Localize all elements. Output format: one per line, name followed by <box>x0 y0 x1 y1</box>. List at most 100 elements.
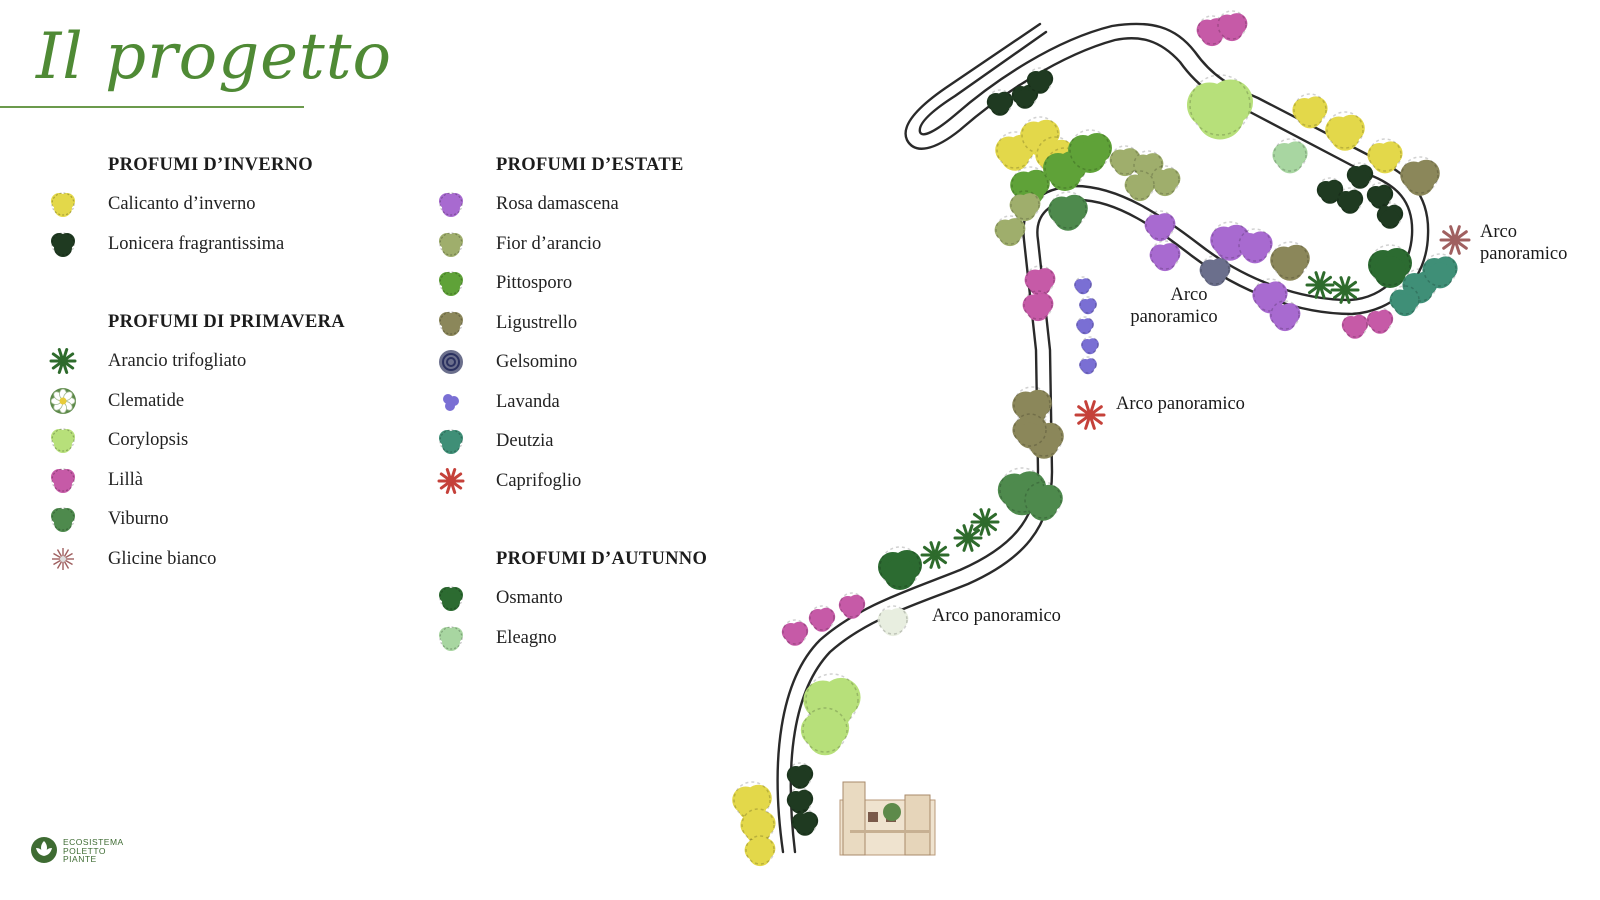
legend-label: Fior d’arancio <box>496 233 602 254</box>
legend-label: Lillà <box>108 469 143 490</box>
arancio-trifogliato-marker <box>1305 271 1335 299</box>
arancio-trifogliato-marker <box>970 508 1000 536</box>
fior-arancio-marker <box>1109 145 1141 177</box>
legend-item: Deutzia <box>418 422 748 462</box>
legend-label: Corylopsis <box>108 430 189 450</box>
gelsomino-marker <box>1199 255 1231 287</box>
arancio-trifogliato-marker <box>953 524 983 552</box>
viburno-marker <box>1023 481 1063 521</box>
spiky-green-plant-icon <box>48 346 78 376</box>
legend-heading-estate: PROFUMI D’ESTATE <box>496 155 684 175</box>
lilla-marker <box>838 592 866 619</box>
rosa-damascena-marker <box>1144 210 1176 242</box>
lilla-marker <box>1024 265 1056 297</box>
legend-label: Ligustrello <box>496 312 578 333</box>
page-title: Il progetto <box>36 20 392 94</box>
lonicera-marker <box>786 762 814 789</box>
lilla-marker <box>1366 307 1394 334</box>
legend-item: Corylopsis <box>30 421 410 461</box>
corylopsis-marker <box>803 673 861 730</box>
lilla-marker <box>808 605 836 632</box>
lavender-icon <box>436 387 466 417</box>
legend-label: Deutzia <box>496 431 554 451</box>
calicanto-marker <box>1292 93 1328 129</box>
lonicera-marker <box>986 89 1014 116</box>
garden-path <box>776 22 1430 854</box>
lonicera-marker <box>1026 67 1054 94</box>
legend-label: Eleagno <box>496 627 557 648</box>
legend-label: Lonicera fragrantissima <box>108 233 285 254</box>
legend-heading-inverno: PROFUMI D’INVERNO <box>108 155 313 175</box>
calicanto-marker <box>732 781 772 821</box>
legend-label: Pittosporo <box>496 273 573 293</box>
light-green-shrub-icon <box>48 425 78 455</box>
legend-item: Gelsomino <box>418 343 748 383</box>
lavanda-marker <box>1081 336 1099 355</box>
yellow-flower-shrub-icon <box>48 189 78 219</box>
pink-flower-shrub-icon <box>48 465 78 495</box>
arancio-trifogliato-marker <box>920 541 950 569</box>
wisteria-icon <box>48 544 78 574</box>
company-logo: ECOSISTEMA POLETTO PIANTE <box>30 836 140 870</box>
legend-item: Clematide <box>30 382 410 422</box>
lonicera-marker <box>786 787 814 814</box>
calicanto-marker <box>1020 116 1060 156</box>
plant-markers <box>732 10 1471 867</box>
red-star-flower-icon <box>436 466 466 496</box>
legend-item: Lavanda <box>418 383 748 423</box>
olive-shrub-icon <box>436 229 466 259</box>
lavanda-marker <box>1074 276 1092 295</box>
arch-label-4: Arco panoramico <box>932 606 1061 626</box>
purple-rose-icon <box>436 189 466 219</box>
lilla-marker <box>1022 290 1054 322</box>
lavanda-marker <box>1076 316 1094 335</box>
logo-line-2: POLETTO <box>63 845 107 856</box>
teal-shrub-icon <box>436 426 466 456</box>
legend-label: Arancio trifogliato <box>108 351 247 371</box>
khaki-shrub-icon <box>436 308 466 338</box>
ligustrello-marker <box>1400 156 1440 196</box>
legend-label: Rosa damascena <box>496 194 619 214</box>
spiral-flower-icon <box>436 347 466 377</box>
legend-label: Lavanda <box>496 391 560 412</box>
osmanto-marker <box>1368 244 1412 288</box>
leaf-logo-icon <box>31 837 57 863</box>
lonicera-marker <box>791 809 819 836</box>
arancio-trifogliato-marker <box>1330 276 1360 304</box>
calicanto-marker <box>1325 111 1365 151</box>
calicanto-marker <box>1367 138 1403 174</box>
white-flower-icon <box>48 386 78 416</box>
logo-line-1: ECOSISTEMA <box>63 837 124 847</box>
clematide-marker <box>877 605 909 637</box>
legend-label: Glicine bianco <box>108 548 217 569</box>
legend-label: Gelsomino <box>496 352 578 372</box>
viburno-marker <box>1048 191 1088 231</box>
dark-leaf-shrub-icon <box>436 583 466 613</box>
fior-arancio-marker <box>994 215 1026 247</box>
arch-label-2: Arco panoramico <box>1116 394 1245 414</box>
legend-label: Caprifoglio <box>496 470 582 491</box>
legend-item: Eleagno <box>418 619 748 659</box>
lonicera-marker <box>1366 182 1394 209</box>
fior-arancio-marker <box>1009 190 1041 222</box>
castle-illustration <box>839 781 936 856</box>
lilla-marker <box>1216 10 1248 42</box>
fior-arancio-marker <box>1124 170 1156 202</box>
legend-label: Calicanto d’inverno <box>108 194 256 214</box>
eleagno-marker <box>1272 138 1308 174</box>
lonicera-marker <box>1346 162 1374 189</box>
logo-line-3: PIANTE <box>63 854 97 864</box>
lonicera-marker <box>1336 187 1364 214</box>
green-round-shrub-icon <box>436 268 466 298</box>
deutzia-marker <box>1422 253 1458 289</box>
legend-heading-primavera: PROFUMI DI PRIMAVERA <box>108 312 345 332</box>
rosa-damascena-marker <box>1149 240 1181 272</box>
pittosporo-marker <box>1068 129 1112 173</box>
deutzia-marker <box>1389 285 1421 317</box>
caprifoglio-marker <box>1074 400 1106 430</box>
legend-label: Osmanto <box>496 588 563 608</box>
